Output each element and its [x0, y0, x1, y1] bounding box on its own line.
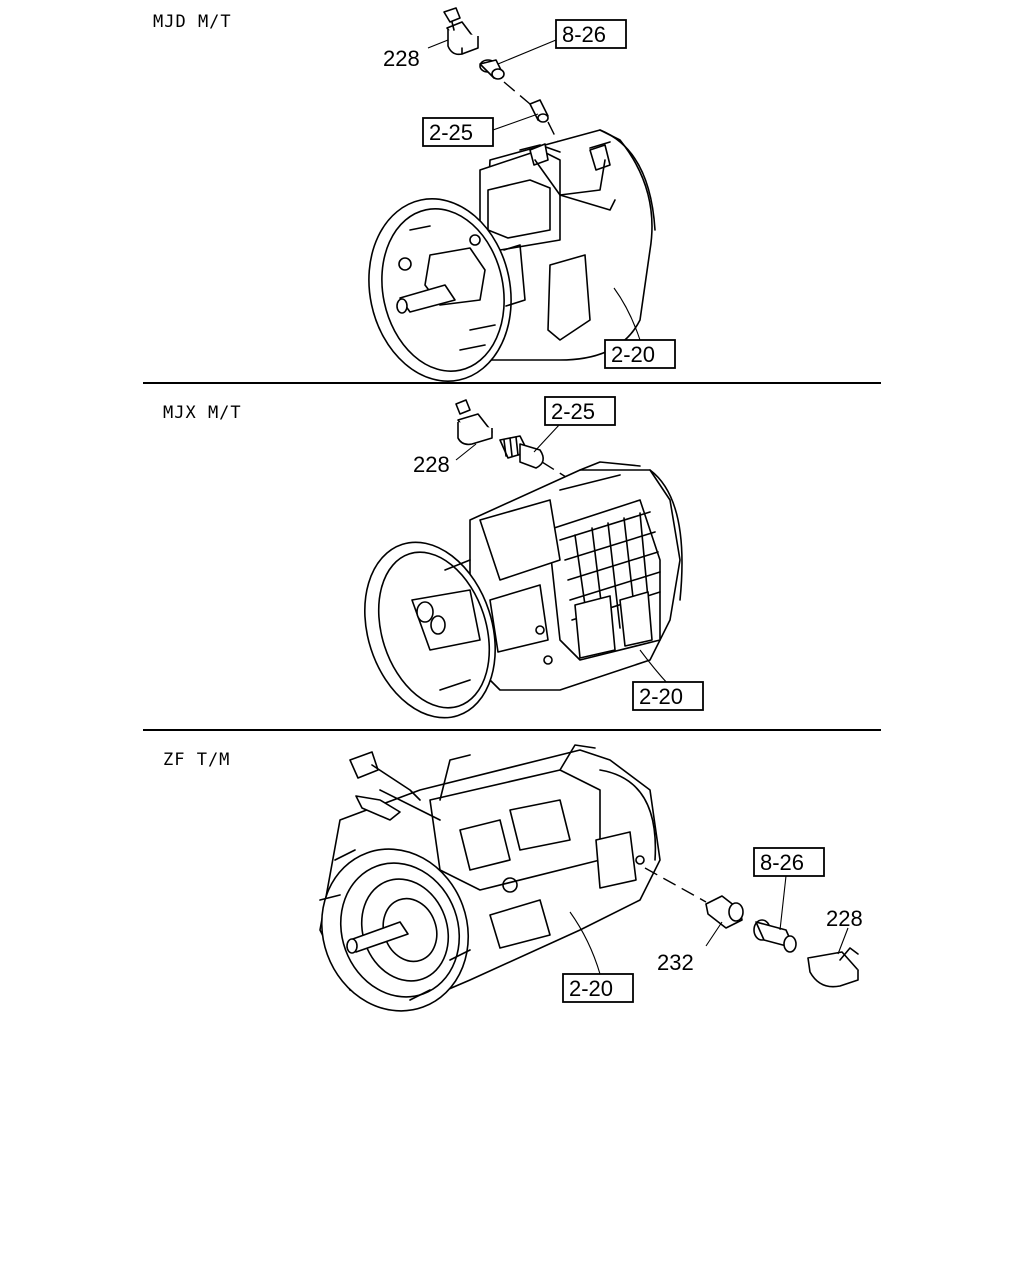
- sensor-part: [753, 919, 797, 953]
- callout-box: [562, 973, 634, 1003]
- callout-2-25: 2-25: [551, 399, 595, 424]
- section-mjx: MJX M/T: [163, 396, 704, 719]
- section-title: MJD M/T: [153, 12, 232, 32]
- section-zf: ZF T/M: [163, 744, 863, 1012]
- section-title: ZF T/M: [163, 750, 230, 770]
- callout-2-20: 2-20: [611, 342, 655, 367]
- callout-box: [544, 396, 616, 426]
- callout-box: [555, 19, 627, 49]
- callout-2-20: 2-20: [569, 976, 613, 1001]
- callout-228: 228: [413, 452, 450, 477]
- callout-228: 228: [383, 46, 420, 71]
- switch-part: [529, 99, 549, 123]
- callout-box: [604, 339, 676, 369]
- connector-part: [443, 7, 479, 56]
- section-title: MJX M/T: [163, 403, 242, 423]
- transmission-zf: [319, 744, 661, 1012]
- transmission-mjx: [364, 461, 683, 719]
- sensor-part: [479, 59, 505, 80]
- callout-2-25: 2-25: [429, 120, 473, 145]
- section-mjd: MJD M/T: [153, 7, 676, 382]
- transmission-mjd: [368, 129, 656, 382]
- callout-228: 228: [826, 906, 863, 931]
- callout-8-26: 8-26: [760, 850, 804, 875]
- callout-2-20: 2-20: [639, 684, 683, 709]
- callout-box: [753, 847, 825, 877]
- callout-8-26: 8-26: [562, 22, 606, 47]
- connector-part: [455, 399, 493, 446]
- switch-part: [499, 435, 544, 469]
- callout-232: 232: [657, 950, 694, 975]
- callout-box: [422, 117, 494, 147]
- collar-part: [705, 895, 744, 929]
- callout-box: [632, 681, 704, 711]
- connector-part: [807, 947, 859, 988]
